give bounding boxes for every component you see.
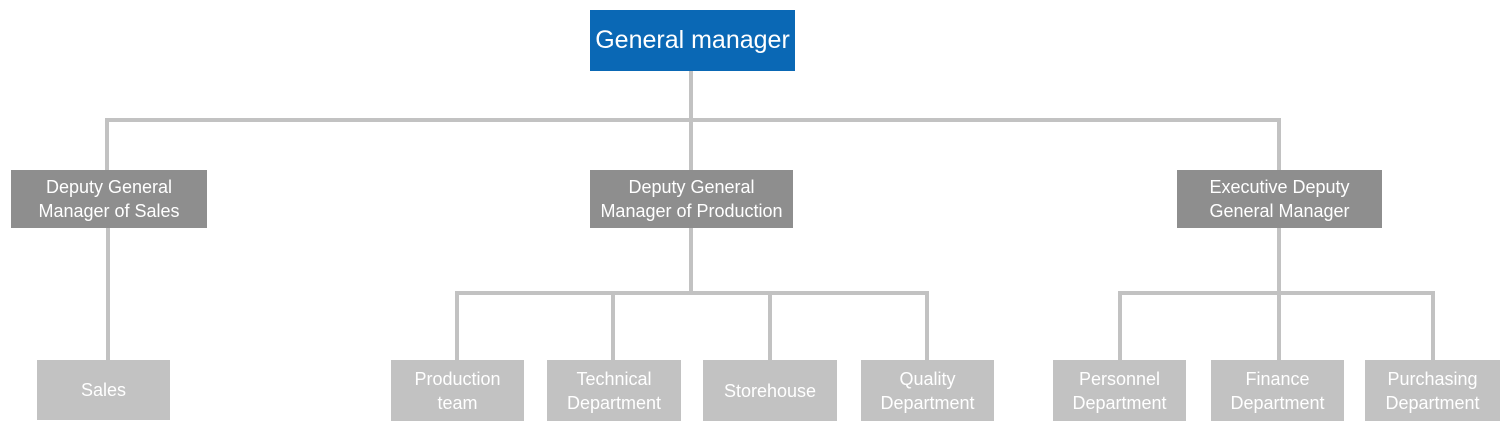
- node-personnel-department: Personnel Department: [1053, 360, 1186, 421]
- connector-deputy-production-stem: [689, 228, 693, 293]
- node-executive-deputy-gm: Executive Deputy General Manager: [1177, 170, 1382, 228]
- connector-drop-production-team: [455, 291, 459, 360]
- connector-drop-storehouse: [768, 291, 772, 360]
- node-technical-department: Technical Department: [547, 360, 681, 421]
- node-general-manager: General manager: [590, 10, 795, 71]
- node-production-team: Production team: [391, 360, 524, 421]
- node-sales: Sales: [37, 360, 170, 420]
- node-deputy-gm-sales: Deputy General Manager of Sales: [11, 170, 207, 228]
- connector-executive-horizontal-bus: [1118, 291, 1435, 295]
- connector-drop-quality: [925, 291, 929, 360]
- connector-drop-purchasing: [1431, 291, 1435, 360]
- connector-deputy-sales-to-sales: [106, 228, 110, 360]
- connector-drop-deputy-sales: [105, 118, 109, 170]
- connector-drop-technical: [611, 291, 615, 360]
- node-quality-department: Quality Department: [861, 360, 994, 421]
- connector-level2-horizontal-bus: [105, 118, 1281, 122]
- node-deputy-gm-production: Deputy General Manager of Production: [590, 170, 793, 228]
- node-storehouse: Storehouse: [703, 360, 837, 421]
- node-finance-department: Finance Department: [1211, 360, 1344, 421]
- connector-drop-personnel: [1118, 291, 1122, 360]
- connector-drop-executive-deputy: [1277, 118, 1281, 170]
- connector-production-horizontal-bus: [455, 291, 929, 295]
- node-purchasing-department: Purchasing Department: [1365, 360, 1500, 421]
